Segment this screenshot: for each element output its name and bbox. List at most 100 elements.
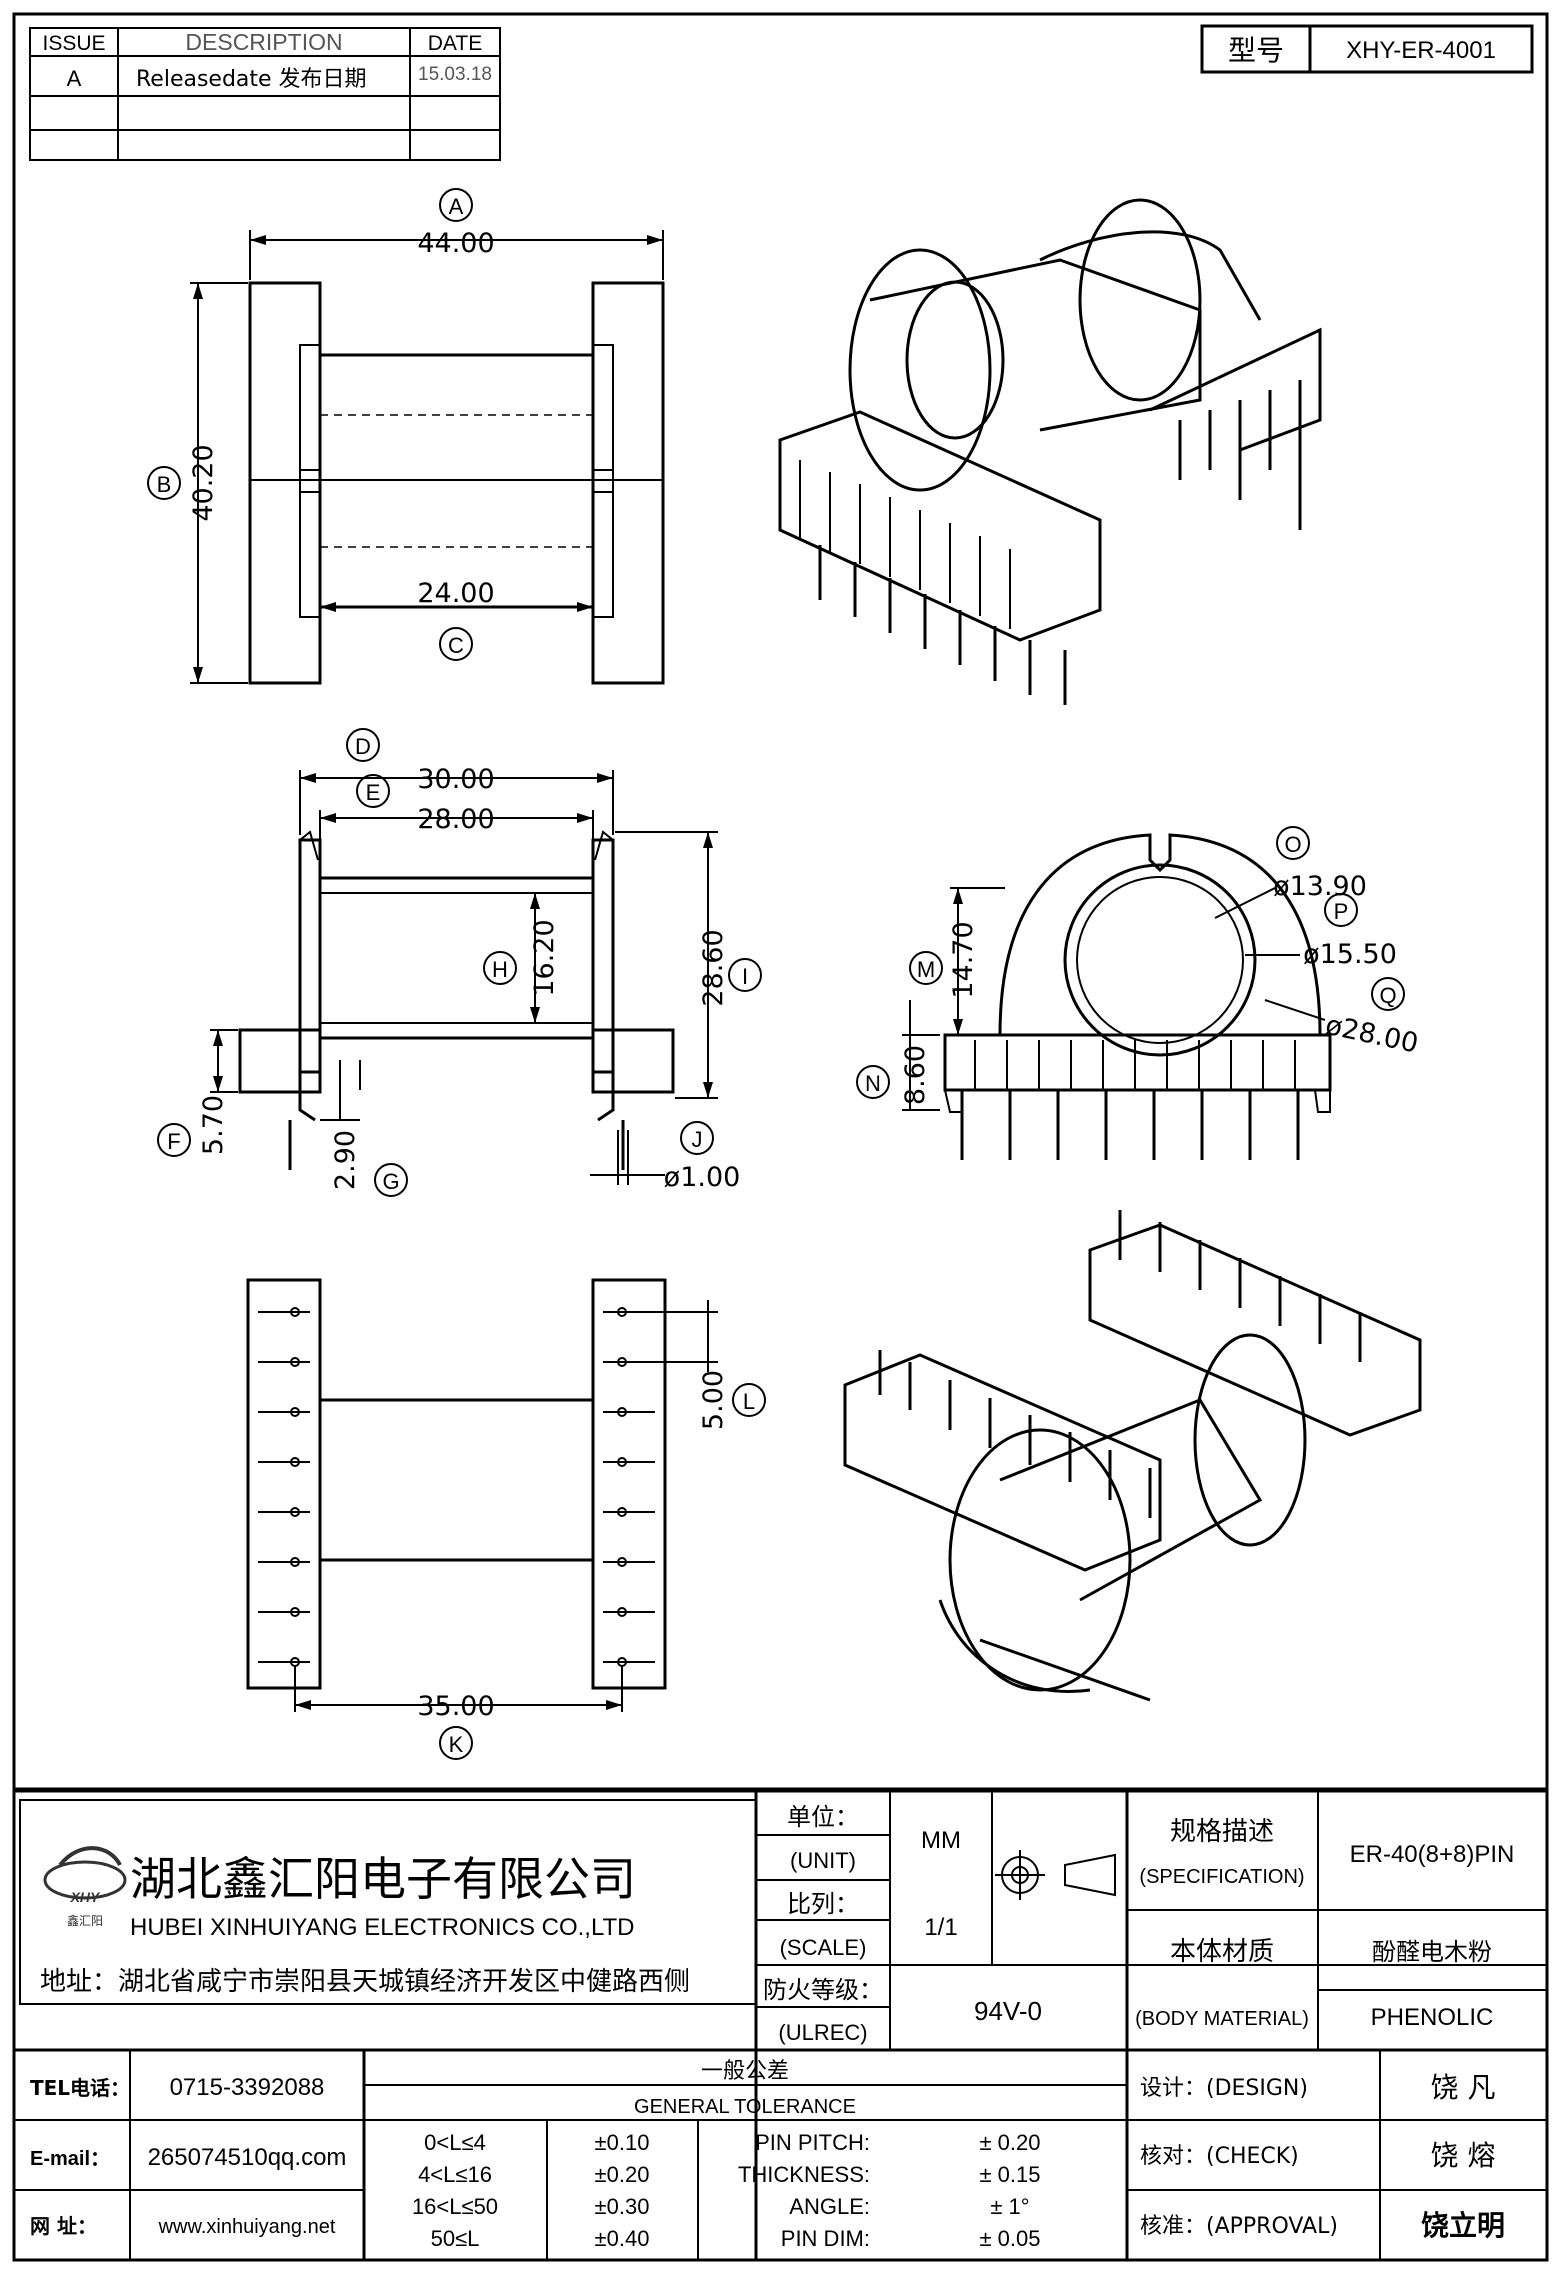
dimension-N: 8.60 N: [856, 1000, 940, 1111]
company-address: 地址：湖北省咸宁市崇阳县天城镇经济开发区中健路西侧: [40, 1967, 690, 1997]
unit-label-en: (UNIT): [790, 1848, 856, 1873]
email-value: 265074510qq.com: [148, 2144, 347, 2171]
tol-item-value-1: ± 0.15: [979, 2162, 1040, 2187]
marker-j: [680, 1121, 714, 1155]
tel-label: TEL电话：: [30, 2076, 130, 2100]
marker-f: [157, 1123, 191, 1157]
marker-l: [732, 1383, 766, 1417]
dimension-I: 28.60 I: [615, 831, 762, 1099]
marker-g-label: G: [382, 1169, 399, 1194]
rev-header-description: DESCRIPTION: [185, 29, 342, 55]
logo-sub: 鑫汇阳: [67, 1913, 103, 1928]
dimension-J: ø1.00 J: [590, 1121, 741, 1193]
model-box: 型号 XHY-ER-4001: [1200, 24, 1534, 74]
dimension-G: 2.90 G: [320, 1060, 408, 1197]
design-label: 设计：(DESIGN): [1140, 2076, 1308, 2101]
top-view: [248, 281, 665, 685]
dim-d-value: 30.00: [417, 764, 494, 795]
marker-a: [439, 188, 473, 222]
email-label: E-mail：: [30, 2148, 110, 2170]
marker-n-label: N: [865, 1071, 881, 1096]
tol-value-0: ±0.10: [595, 2130, 650, 2155]
marker-h-label: H: [492, 957, 508, 982]
dimension-C: 24.00 C: [320, 578, 593, 661]
dim-q-value: ø28.00: [1323, 1010, 1421, 1060]
company-name-cn: 湖北鑫汇阳电子有限公司: [130, 1852, 636, 1906]
tol-item-value-3: ± 0.05: [979, 2226, 1040, 2251]
dimension-P: ø15.50 P: [1245, 893, 1397, 970]
tolerance-title-cn: 一般公差: [701, 2059, 789, 2084]
dimension-L: 5.00 L: [625, 1300, 766, 1430]
dim-j-value: ø1.00: [664, 1162, 741, 1193]
dim-f-value: 5.70: [198, 1095, 229, 1155]
marker-k-label: K: [449, 1732, 464, 1757]
rev-row-date: 15.03.18: [418, 64, 492, 85]
dim-b-value: 40.20: [188, 444, 219, 521]
marker-m-label: M: [917, 957, 935, 982]
marker-d-label: D: [355, 734, 371, 759]
tol-item-1: THICKNESS:: [738, 2162, 870, 2187]
marker-e: [356, 774, 390, 808]
side-view: [238, 830, 675, 1170]
tol-item-value-2: ± 1°: [990, 2194, 1029, 2219]
isometric-view-top: [778, 198, 1322, 705]
sheet-border: [12, 12, 1549, 2262]
marker-i: [728, 958, 762, 992]
marker-b: [147, 466, 181, 500]
tol-value-3: ±0.40: [595, 2226, 650, 2251]
unit-label-cn: 单位：: [787, 1803, 859, 1831]
dimension-Q: ø28.00 Q: [1264, 977, 1421, 1060]
web-value: www.xinhuiyang.net: [158, 2216, 336, 2238]
title-block: XHY 鑫汇阳 湖北鑫汇阳电子有限公司 HUBEI XINHUIYANG ELE…: [14, 1787, 1547, 2260]
spec-label-en: (SPECIFICATION): [1139, 1866, 1304, 1888]
marker-o-label: O: [1284, 832, 1301, 857]
marker-i-label: I: [742, 964, 748, 989]
revision-table: ISSUE DESCRIPTION DATE A Releasedate 发布日…: [29, 27, 501, 161]
marker-p: [1324, 893, 1358, 927]
rev-header-date: DATE: [428, 32, 482, 55]
tolerance-title-en: GENERAL TOLERANCE: [634, 2096, 856, 2118]
marker-o: [1276, 826, 1310, 860]
model-label: 型号: [1228, 34, 1284, 67]
rev-header-issue: ISSUE: [42, 32, 105, 55]
front-view: [943, 833, 1332, 1160]
approval-name: 饶立明: [1421, 2209, 1505, 2242]
marker-l-label: L: [743, 1389, 755, 1414]
spec-label-cn: 规格描述: [1170, 1817, 1274, 1847]
marker-a-label: A: [449, 194, 464, 219]
tol-item-value-0: ± 0.20: [979, 2130, 1040, 2155]
material-value-en: PHENOLIC: [1371, 2004, 1494, 2031]
dim-c-value: 24.00: [417, 578, 494, 609]
dim-e-value: 28.00: [417, 804, 494, 835]
company-logo: XHY 鑫汇阳: [43, 1846, 127, 1928]
scale-label-en: (SCALE): [780, 1935, 867, 1960]
check-name: 饶 熔: [1431, 2139, 1496, 2172]
marker-q: [1371, 977, 1405, 1011]
tol-range-1: 4<L≤16: [418, 2162, 492, 2187]
marker-q-label: Q: [1379, 983, 1396, 1008]
dim-h-value: 16.20: [529, 919, 560, 996]
rev-row-issue: A: [67, 66, 82, 91]
tel-value: 0715-3392088: [170, 2074, 325, 2101]
dim-a-value: 44.00: [417, 228, 494, 259]
design-name: 饶 凡: [1431, 2071, 1496, 2104]
tol-item-2: ANGLE:: [789, 2194, 870, 2219]
web-label: 网 址：: [30, 2214, 97, 2238]
marker-g: [374, 1163, 408, 1197]
ul-label-cn: 防火等级：: [763, 1976, 883, 2004]
dimension-A: 44.00 A: [249, 188, 664, 280]
dim-o-value: ø13.90: [1273, 871, 1367, 902]
model-value: XHY-ER-4001: [1346, 37, 1496, 64]
marker-h: [483, 951, 517, 985]
tol-item-0: PIN PITCH:: [755, 2130, 870, 2155]
material-value-cn: 酚醛电木粉: [1372, 1938, 1492, 1966]
rev-row-description: Releasedate 发布日期: [136, 67, 367, 92]
dimension-M: 14.70 M: [909, 887, 1005, 1036]
marker-m: [909, 951, 943, 985]
ul-label-en: (ULREC): [778, 2020, 867, 2045]
dimension-B: 40.20 B: [147, 282, 248, 684]
projection-symbol-icon: [995, 1850, 1116, 1900]
tol-range-0: 0<L≤4: [424, 2130, 486, 2155]
